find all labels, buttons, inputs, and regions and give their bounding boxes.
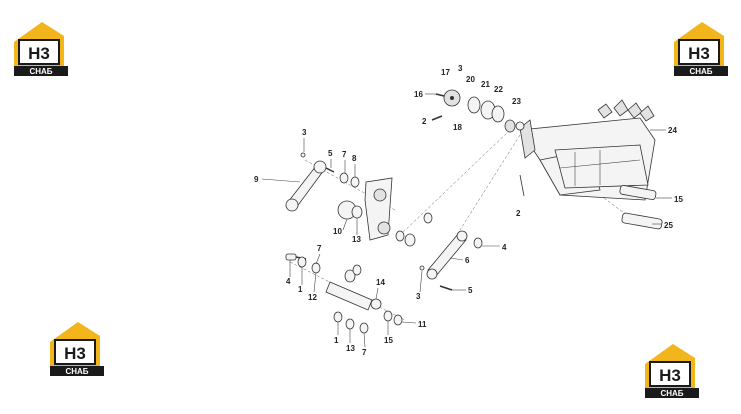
logo-bottom-left: Н3 СНАБ <box>50 322 104 376</box>
logo-top-right: Н3 СНАБ <box>674 22 728 76</box>
logo-mark: Н3 <box>688 44 710 63</box>
callout-3-lower: 3 <box>416 292 421 301</box>
callout-1: 1 <box>298 285 303 294</box>
callout-12: 13 <box>352 235 361 244</box>
callout-13-lower: 13 <box>346 344 355 353</box>
bucket <box>515 99 656 201</box>
callout-2: 2 <box>422 117 427 126</box>
callout-1-lower: 1 <box>334 336 339 345</box>
callout-7-bottom: 7 <box>362 348 367 357</box>
logo-top-left: Н3 СНАБ <box>14 22 68 76</box>
link-6 <box>419 230 483 291</box>
callout-25: 25 <box>664 221 673 230</box>
logo-caption: СНАБ <box>660 389 683 398</box>
callout-18: 17 <box>441 68 450 77</box>
logo-mark: Н3 <box>64 344 86 363</box>
callout-4: 4 <box>502 243 507 252</box>
callout-24: 24 <box>668 126 677 135</box>
callout-8: 8 <box>352 154 357 163</box>
top-cluster <box>431 89 516 133</box>
callout-19: 18 <box>453 123 462 132</box>
callout-13: 12 <box>308 293 317 302</box>
callout-4-left: 4 <box>286 277 291 286</box>
link-9 <box>285 160 327 212</box>
logo-caption: СНАБ <box>29 67 52 76</box>
callout-2-bucket: 2 <box>516 209 521 218</box>
logo-mark: Н3 <box>28 44 50 63</box>
pin-16 <box>619 185 657 200</box>
callout-20: 20 <box>466 75 475 84</box>
callout-7-lower: 7 <box>317 244 322 253</box>
callout-16: 15 <box>674 195 683 204</box>
cylinder-14 <box>325 264 403 326</box>
link-small-parts-left <box>300 152 433 224</box>
callout-5-lower: 5 <box>468 286 473 295</box>
callout-17: 16 <box>414 90 423 99</box>
logo-caption: СНАБ <box>689 67 712 76</box>
callout-15: 15 <box>384 336 393 345</box>
callout-21: 21 <box>481 80 490 89</box>
callout-14: 14 <box>376 278 385 287</box>
callout-23: 23 <box>512 97 521 106</box>
logo-bottom-right: Н3 СНАБ <box>645 344 699 398</box>
callout-11: 11 <box>418 320 427 329</box>
logo-mark: Н3 <box>659 366 681 385</box>
callout-7: 7 <box>342 150 347 159</box>
lower-left-parts <box>285 253 369 334</box>
callout-3-left: 3 <box>302 128 307 137</box>
callout-22: 22 <box>494 85 503 94</box>
callout-labels: 17 3 20 21 22 23 16 2 18 24 15 25 2 3 5 … <box>254 64 683 357</box>
pin-25 <box>621 212 663 230</box>
callout-10: 10 <box>333 227 342 236</box>
callout-3: 3 <box>458 64 463 73</box>
callout-5: 5 <box>328 149 333 158</box>
arm-12 <box>364 177 416 247</box>
callout-9: 9 <box>254 175 259 184</box>
logo-caption: СНАБ <box>65 367 88 376</box>
callout-6: 6 <box>465 256 470 265</box>
